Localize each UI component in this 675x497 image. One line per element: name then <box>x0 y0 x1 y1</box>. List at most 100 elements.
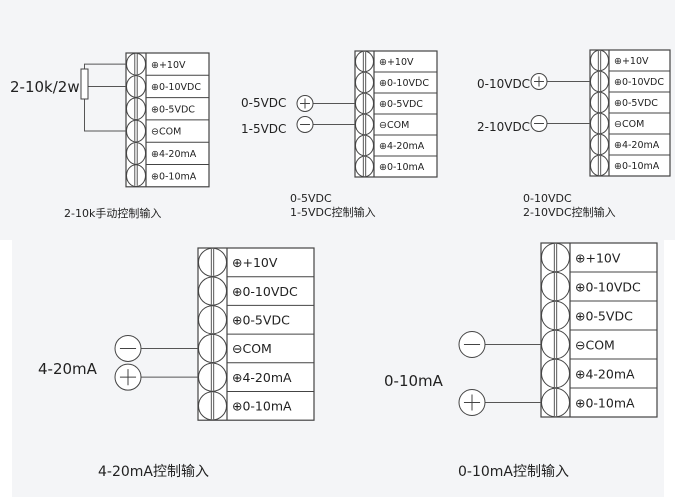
screw-head <box>355 134 374 157</box>
terminal-label-0-5vdc: ⊕0-5VDC <box>151 104 195 115</box>
screw-icon <box>355 113 374 136</box>
screw-icon <box>198 362 227 392</box>
negative-terminal-icon <box>114 334 142 362</box>
positive-terminal-icon <box>296 95 314 112</box>
terminal-label-0-10vdc: ⊕0-10VDC <box>151 82 201 93</box>
screw-icon <box>541 300 570 331</box>
v10-caption-line1: 0-10VDC <box>523 192 572 205</box>
wire <box>84 63 126 69</box>
terminal-label-com: ⊖COM <box>379 120 409 131</box>
screw-head <box>541 329 570 360</box>
screw-icon <box>126 164 146 187</box>
screw-icon <box>198 391 227 421</box>
terminal-label-4-20ma: ⊕4-20mA <box>151 149 197 160</box>
screw-head <box>355 71 374 94</box>
terminal-label-0-5vdc: ⊕0-5VDC <box>232 313 290 328</box>
terminal-label--10v: ⊕+10V <box>232 255 278 270</box>
screw-icon <box>590 91 609 114</box>
screw-head <box>198 333 227 364</box>
terminal-label-0-10vdc: ⊕0-10VDC <box>614 77 664 88</box>
screw-head <box>355 155 374 178</box>
screw-head <box>355 92 374 115</box>
terminal-label-0-10ma: ⊕0-10mA <box>379 162 425 173</box>
screw-icon <box>541 242 570 273</box>
screw-head <box>198 305 227 335</box>
screw-head <box>126 142 146 165</box>
screw-head <box>590 154 609 177</box>
screw-head <box>198 362 227 392</box>
terminal-block: ⊕+10V⊕0-10VDC⊕0-5VDC⊖COM⊕4-20mA⊕0-10mA <box>125 52 210 188</box>
screw-icon <box>126 142 146 165</box>
screw-icon <box>198 247 227 277</box>
screw-head <box>590 91 609 114</box>
screw-icon <box>198 276 227 306</box>
terminal-label-com: ⊖COM <box>151 127 181 138</box>
screw-head <box>126 75 146 98</box>
screw-icon <box>355 50 374 73</box>
terminal-label-4-20ma: ⊕4-20mA <box>575 366 635 381</box>
terminal-label-0-10vdc: ⊕0-10VDC <box>232 284 298 299</box>
screw-head <box>126 52 146 76</box>
v10-positive-label: 0-10VDC <box>477 77 531 91</box>
terminal-label-4-20ma: ⊕4-20mA <box>232 370 292 385</box>
screw-head <box>541 300 570 331</box>
terminal-block: ⊕+10V⊕0-10VDC⊕0-5VDC⊖COM⊕4-20mA⊕0-10mA <box>197 247 315 421</box>
screw-head <box>541 358 570 389</box>
screw-icon <box>590 133 609 156</box>
ma420-caption: 4-20mA控制输入 <box>98 464 209 480</box>
screw-icon <box>355 92 374 115</box>
screw-icon <box>126 75 146 98</box>
terminal-label-0-5vdc: ⊕0-5VDC <box>575 308 633 323</box>
screw-icon <box>590 49 609 72</box>
negative-terminal-icon <box>530 115 548 132</box>
top-background <box>0 0 675 240</box>
terminal-label--10v: ⊕+10V <box>575 250 621 265</box>
terminal-label-0-10ma: ⊕0-10mA <box>614 161 660 172</box>
v5-positive-label: 0-5VDC <box>241 96 287 110</box>
screw-head <box>590 112 609 135</box>
screw-icon <box>355 71 374 94</box>
terminal-label-4-20ma: ⊕4-20mA <box>379 141 425 152</box>
ma420-label: 4-20mA <box>38 360 97 378</box>
positive-terminal-icon <box>458 389 486 416</box>
screw-icon <box>126 52 146 76</box>
screw-icon <box>126 97 146 121</box>
screw-head <box>355 50 374 73</box>
screw-head <box>126 119 146 143</box>
screw-icon <box>355 155 374 178</box>
terminal-label-com: ⊖COM <box>232 341 272 356</box>
terminal-label-com: ⊖COM <box>575 337 615 352</box>
screw-head <box>590 70 609 93</box>
ma010-label: 0-10mA <box>384 372 443 390</box>
wire <box>84 99 126 132</box>
screw-head <box>355 113 374 136</box>
terminal-label--10v: ⊕+10V <box>379 57 414 68</box>
negative-terminal-icon <box>458 331 486 358</box>
screw-head <box>198 276 227 306</box>
potentiometer-icon <box>80 68 89 100</box>
positive-terminal-icon <box>530 73 548 90</box>
screw-icon <box>541 271 570 302</box>
terminal-label-0-10vdc: ⊕0-10VDC <box>575 279 641 294</box>
screw-icon <box>541 387 570 418</box>
terminal-label-0-10ma: ⊕0-10mA <box>575 395 635 410</box>
screw-icon <box>590 70 609 93</box>
screw-icon <box>198 333 227 364</box>
v5-caption-line2: 1-5VDC控制输入 <box>290 206 376 219</box>
pot-label: 2-10k/2w <box>10 78 80 96</box>
screw-head <box>198 391 227 421</box>
v5-negative-label: 1-5VDC <box>241 122 287 136</box>
screw-icon <box>198 305 227 335</box>
positive-terminal-icon <box>114 363 142 391</box>
v5-caption-line1: 0-5VDC <box>290 192 332 205</box>
screw-icon <box>541 358 570 389</box>
screw-icon <box>355 134 374 157</box>
terminal-label-com: ⊖COM <box>614 119 644 130</box>
screw-head <box>126 97 146 121</box>
screw-icon <box>126 119 146 143</box>
terminal-label-0-10vdc: ⊕0-10VDC <box>379 78 429 89</box>
terminal-label-0-10ma: ⊕0-10mA <box>151 171 197 182</box>
terminal-label--10v: ⊕+10V <box>614 56 649 67</box>
ma010-caption: 0-10mA控制输入 <box>458 464 569 480</box>
